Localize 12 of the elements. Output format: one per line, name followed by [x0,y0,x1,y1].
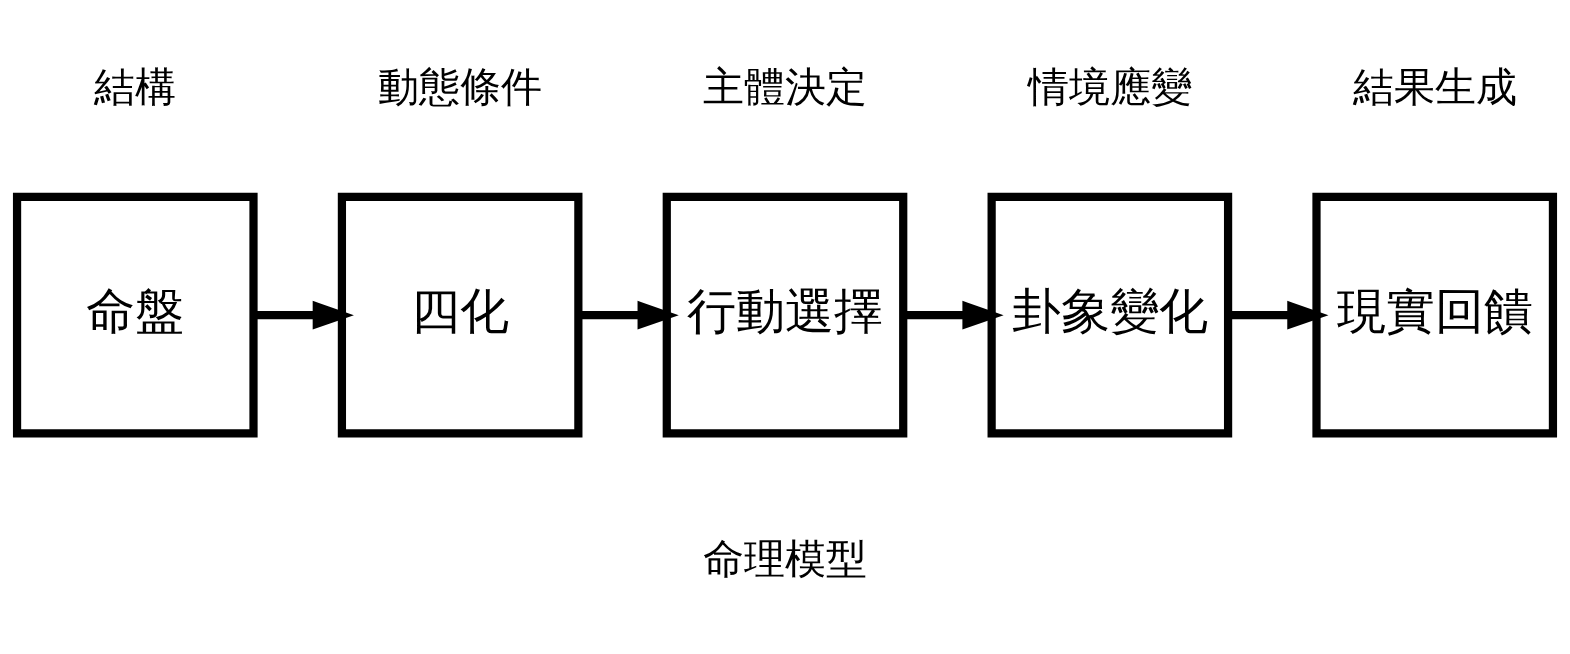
node-label: 情境應變 [1027,63,1192,112]
node-label: 動態條件 [378,63,543,112]
node-box: 四化 [337,192,583,438]
node-box: 現實回饋 [1312,192,1558,438]
node-label: 結構 [94,63,177,112]
node-box: 卦象變化 [987,192,1233,438]
node-box: 行動選擇 [662,192,908,438]
arrow [254,300,354,330]
node-label: 結果生成 [1352,63,1517,112]
caption: 命理模型 [703,535,867,584]
node-box: 命盤 [12,192,258,438]
node-label: 主體決定 [703,63,867,112]
